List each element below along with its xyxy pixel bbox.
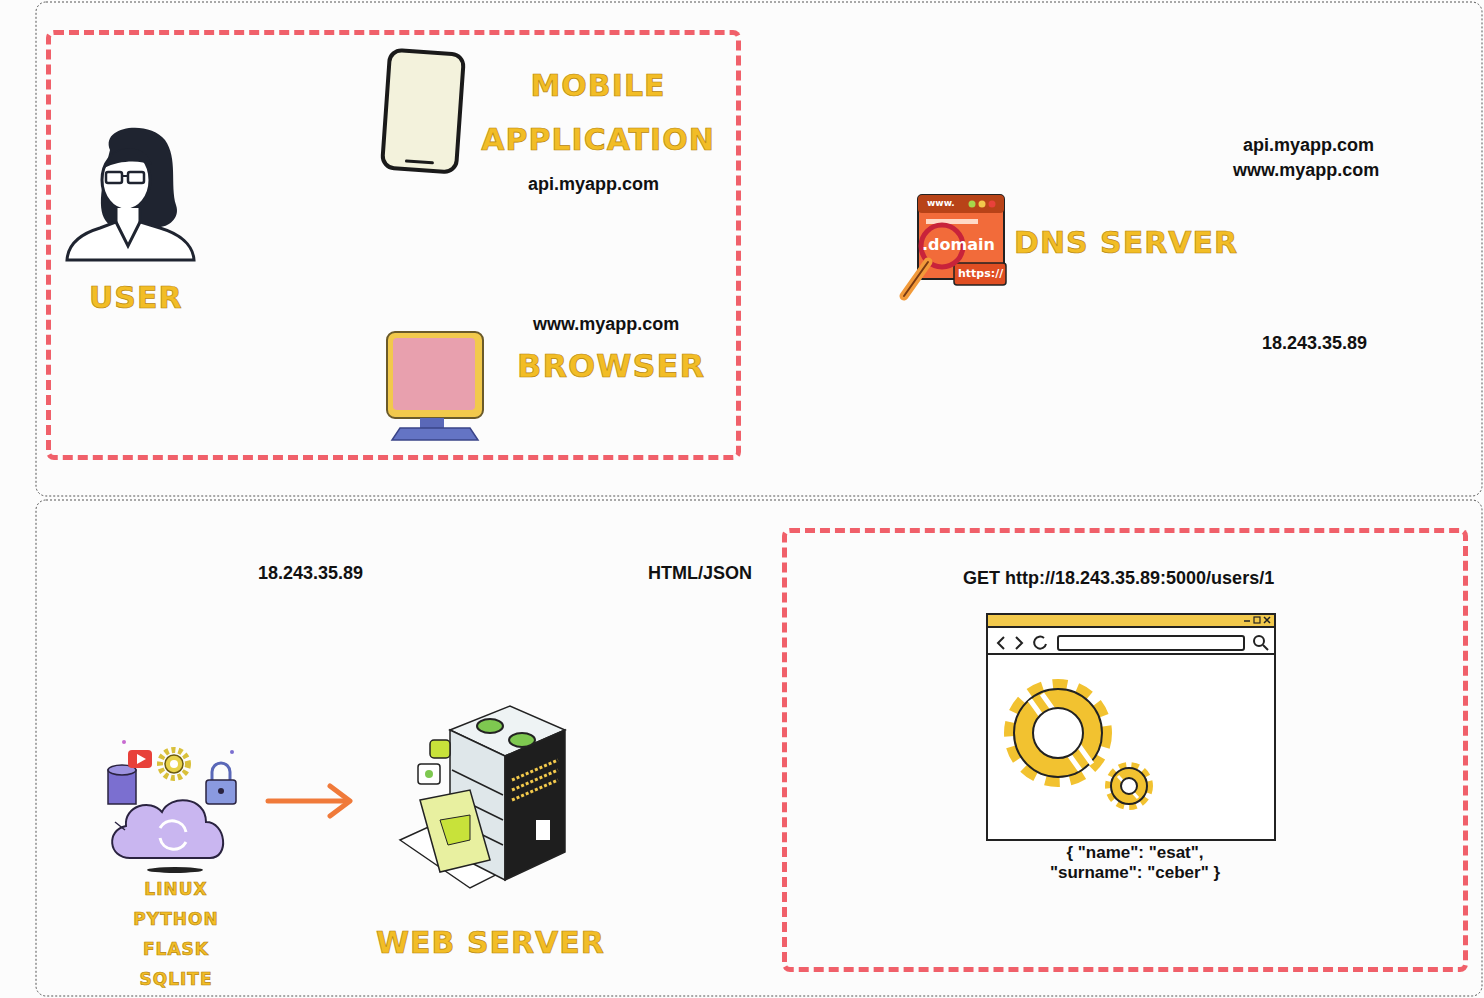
client-title: MOBILE APPLICATION [467,59,729,167]
request-group: GET http://18.243.35.89:5000/users/1 { "n… [782,528,1468,972]
icon-text: www. [927,199,955,208]
dns-icon [904,195,1006,296]
domain-label: api.myapp.com [1243,135,1374,157]
client-group: USER MOBILE APPLICATION api.myapp.com www.m… [46,30,741,460]
format-label: HTML/JSON [648,563,752,585]
stack-list: LINUX PYTHON FLASK SQLITE [128,874,224,994]
phone-icon [382,50,464,173]
ip-address: 18.243.35.89 [258,563,363,585]
icon-text: https:// [958,268,1003,279]
json-body: { "name": "esat", "surname": "ceber" } [1037,843,1233,884]
flow-arrow [268,786,350,816]
client-title: BROWSER [517,349,705,384]
component-title: DNS SERVER [1014,226,1238,259]
ip-address: 18.243.35.89 [1262,333,1367,355]
user-icon [67,128,194,260]
icon-text: .domain [922,237,995,253]
domain-label: www.myapp.com [1233,160,1379,182]
top-panel [36,2,1482,496]
request-line: GET http://18.243.35.89:5000/users/1 [963,568,1274,590]
monitor-icon [387,332,483,440]
bottom-panel [36,500,1482,996]
domain-label: www.myapp.com [533,314,679,336]
component-title: WEB SERVER [376,926,605,959]
browser-window [987,614,1275,840]
server-icon [400,706,565,888]
domain-label: api.myapp.com [528,174,659,196]
actor-label: USER [89,281,183,314]
stack-icon [108,740,236,873]
